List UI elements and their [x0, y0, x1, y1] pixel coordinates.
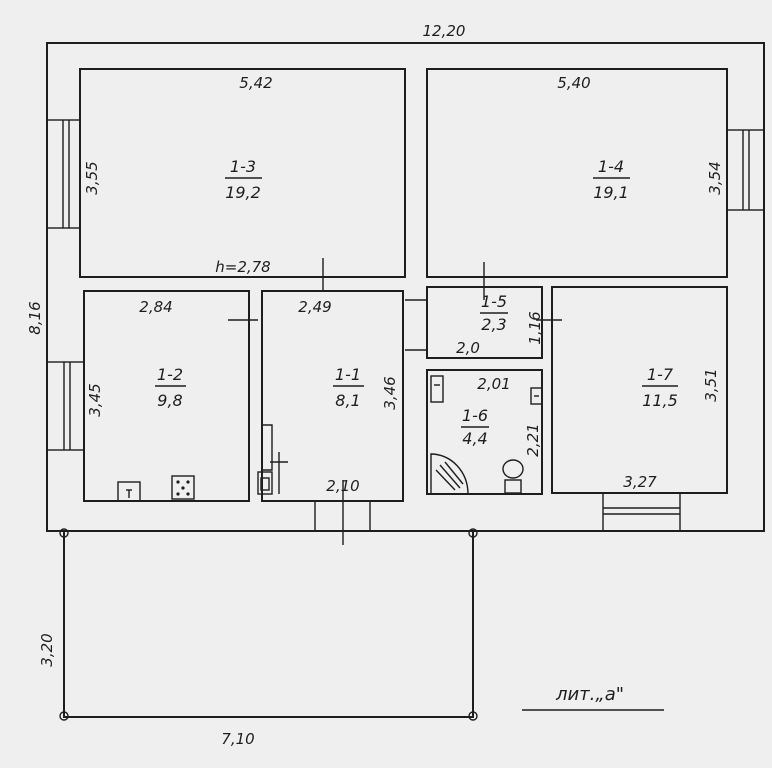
room-number: 1-6 [462, 406, 488, 425]
room-1-4-outline [426, 68, 728, 278]
room-label-1-6: 1-6 4,4 [461, 406, 489, 448]
room-label-1-5: 1-5 2,3 [480, 292, 508, 334]
boiler-icon [530, 387, 543, 405]
room-1-4-depth: 3,54 [706, 161, 724, 194]
room-1-1-depth: 3,46 [381, 376, 399, 409]
room-1-6-width: 2,01 [477, 375, 510, 393]
room-number: 1-3 [230, 157, 256, 176]
annex-depth: 3,20 [38, 633, 56, 666]
window-south [602, 492, 681, 532]
toilet-icon [502, 459, 524, 494]
annex-corner-marker [468, 528, 478, 538]
room-area: 8,1 [335, 391, 360, 410]
ceiling-height: h=2,78 [215, 258, 270, 276]
room-1-7-depth: 3,51 [702, 368, 720, 401]
window-east [726, 129, 765, 211]
room-number: 1-5 [481, 292, 507, 311]
entrance-door [314, 480, 371, 545]
overall-width: 12,20 [423, 22, 466, 40]
room-area: 11,5 [642, 391, 678, 410]
room-1-3-width: 5,42 [239, 74, 272, 92]
room-area: 19,1 [593, 183, 629, 202]
room-label-1-4: 1-4 19,1 [593, 157, 630, 202]
annex-width: 7,10 [221, 730, 254, 748]
room-area: 2,3 [481, 315, 506, 334]
room-1-5-width: 2,0 [456, 339, 480, 357]
window-west-lower [46, 361, 85, 451]
sink-icon [117, 481, 141, 502]
room-label-1-7: 1-7 11,5 [642, 365, 678, 410]
room-number: 1-4 [598, 157, 624, 176]
annex-corner-marker [59, 711, 69, 721]
window-west-upper [46, 119, 81, 229]
room-number: 1-1 [335, 365, 361, 384]
room-1-7-width: 3,27 [623, 473, 657, 491]
outer-wall-outline [46, 42, 765, 532]
room-1-3-depth: 3,55 [83, 161, 101, 194]
room-number: 1-7 [647, 365, 674, 384]
stove-outline [261, 300, 273, 471]
room-1-1-bottom: 2,10 [326, 477, 359, 495]
room-label-1-1: 1-1 8,1 [333, 365, 364, 410]
bathtub-corner-icon [430, 453, 469, 495]
room-1-6-depth: 2,21 [524, 423, 542, 456]
room-label-1-2: 1-2 9,8 [155, 365, 186, 410]
room-1-7-outline [551, 286, 728, 494]
room-1-2-width: 2,84 [139, 298, 172, 316]
room-1-6-outline [426, 369, 543, 495]
heater-icon [257, 452, 288, 495]
room-1-4-width: 5,40 [557, 74, 590, 92]
annex-outline [63, 531, 474, 718]
room-1-2-depth: 3,45 [86, 383, 104, 416]
room-area: 9,8 [157, 391, 182, 410]
room-area: 19,2 [225, 183, 261, 202]
room-1-1-width: 2,49 [298, 298, 331, 316]
washbasin-icon [430, 375, 444, 403]
room-1-5-side: 1,16 [526, 311, 544, 344]
sheet-label: лит.„а" [555, 684, 624, 705]
room-label-1-3: 1-3 19,2 [225, 157, 262, 202]
room-number: 1-2 [157, 365, 183, 384]
stove-icon [171, 475, 195, 500]
annex-corner-marker [468, 711, 478, 721]
annex-corner-marker [59, 528, 69, 538]
overall-depth: 8,16 [26, 301, 44, 334]
room-area: 4,4 [462, 429, 487, 448]
